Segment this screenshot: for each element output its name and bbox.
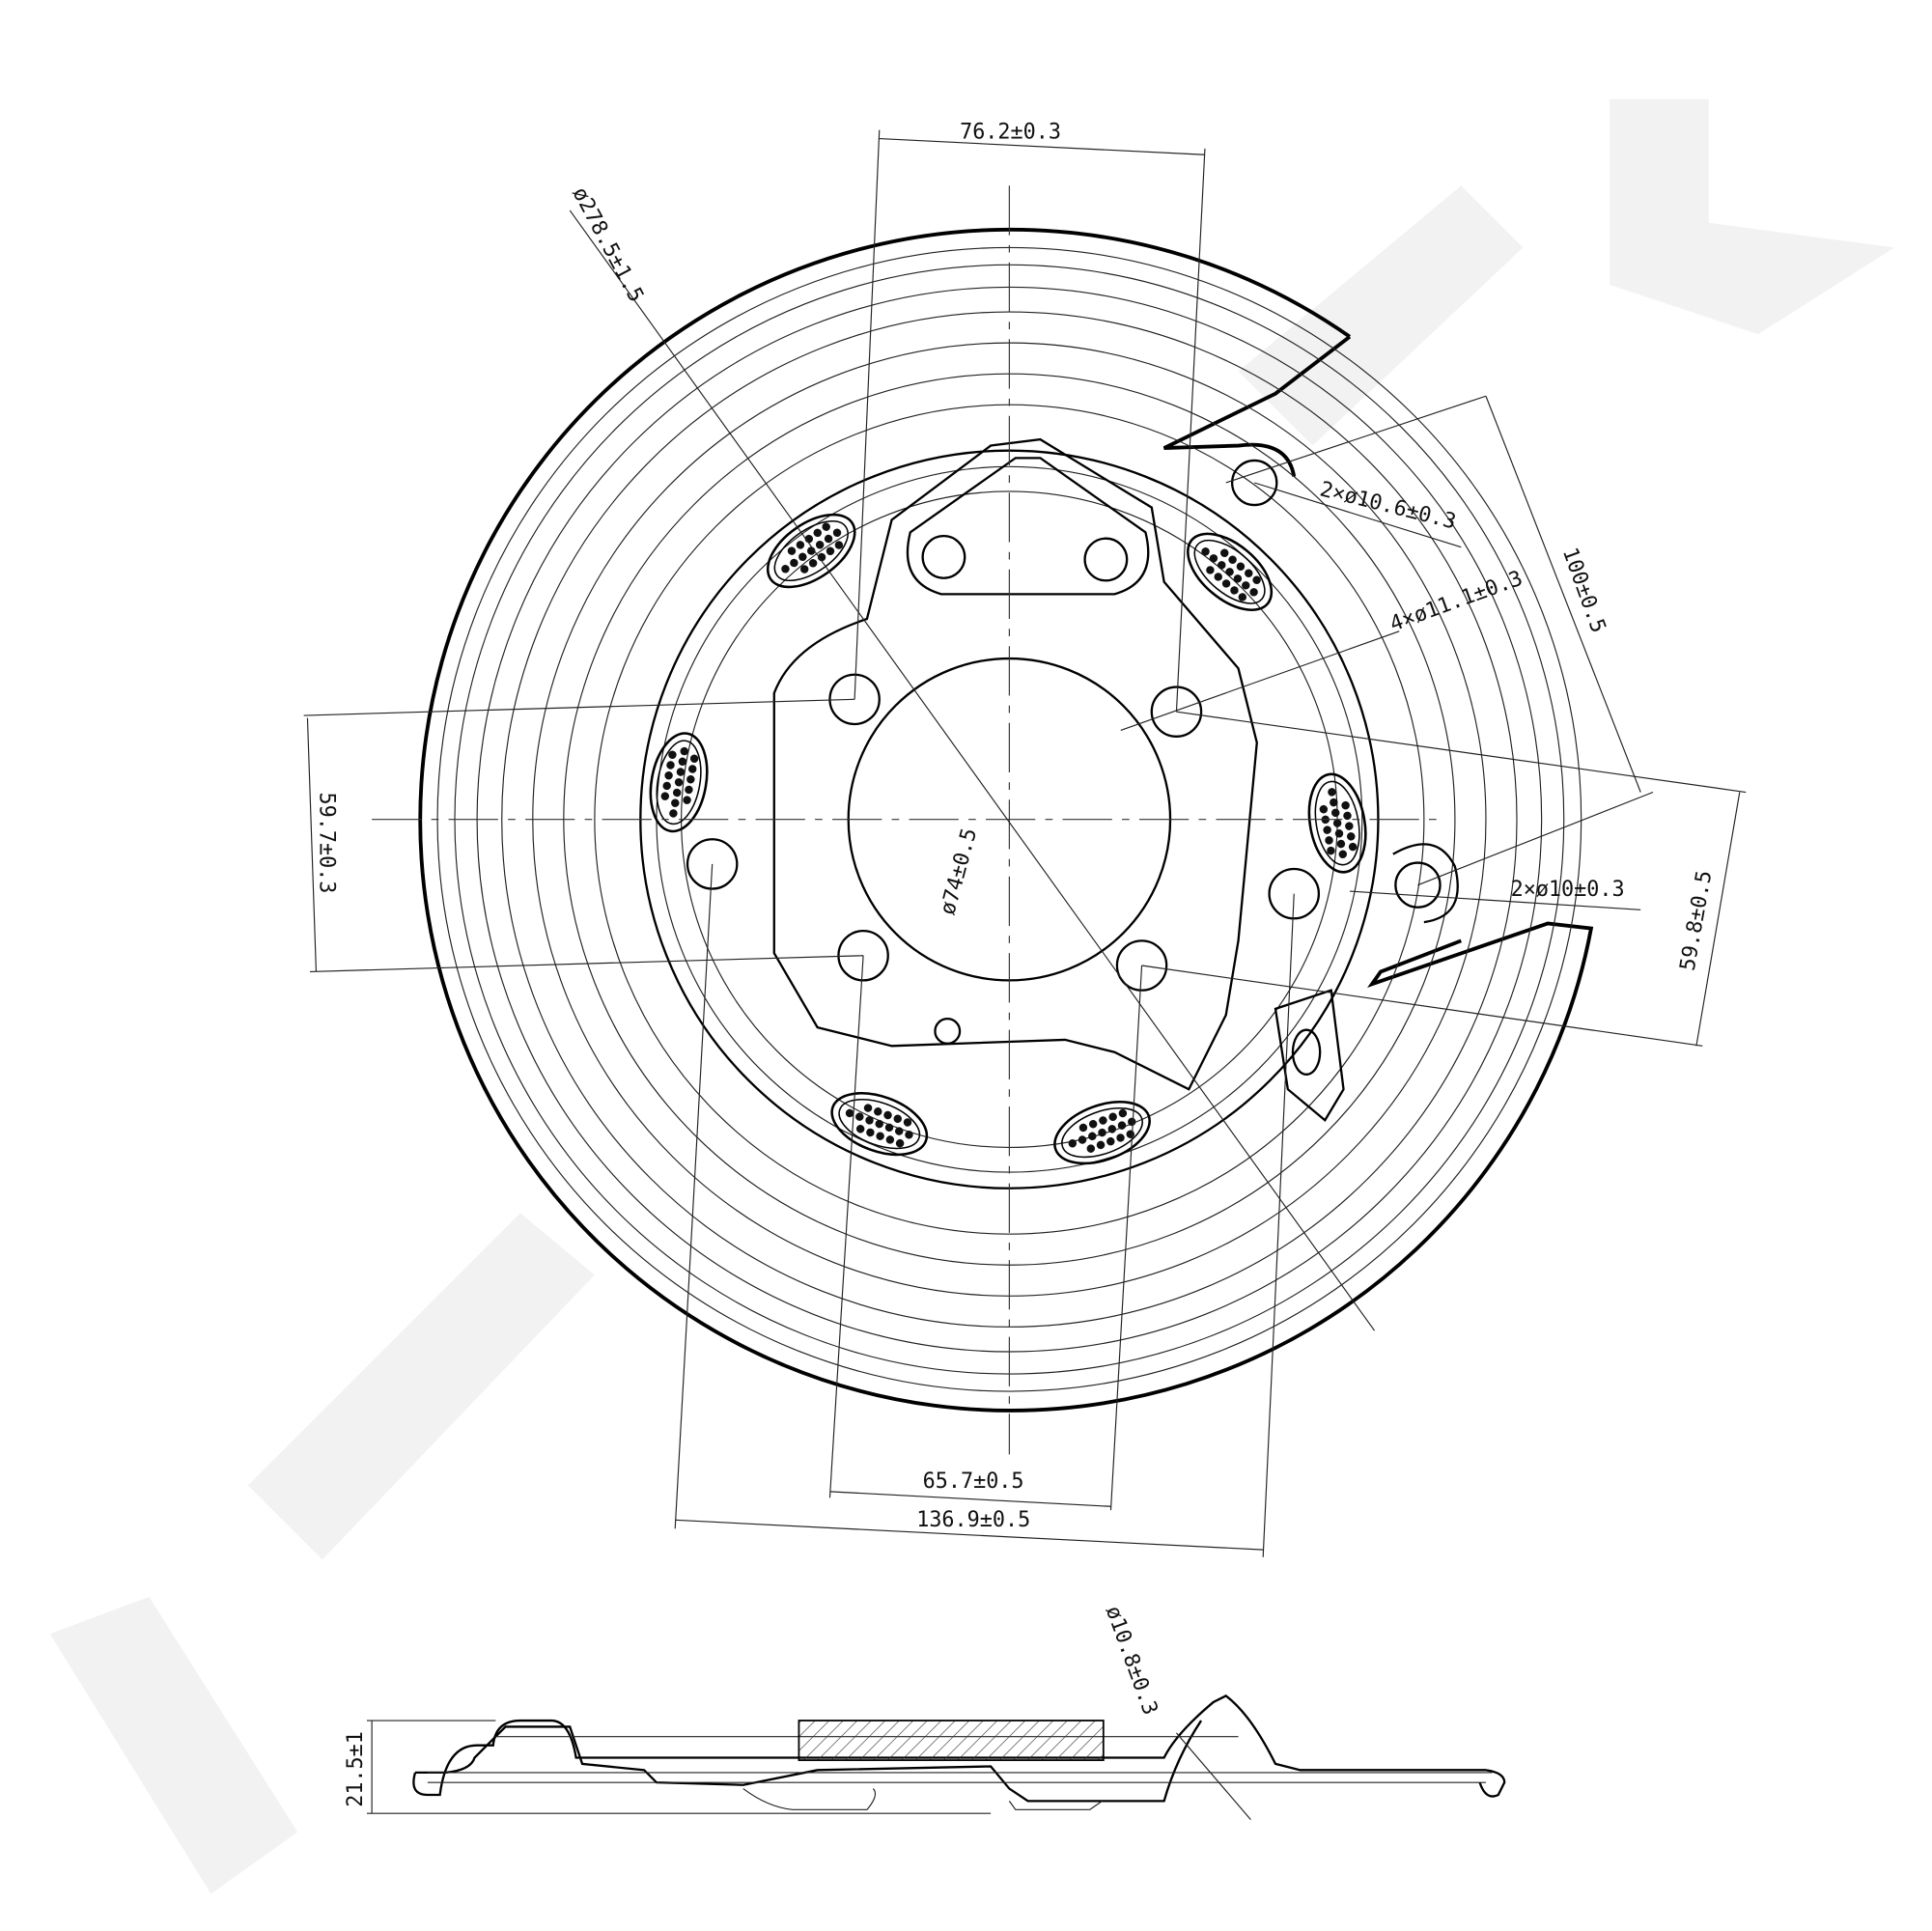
dim-bottom-outer: 136.9±0.5 <box>916 1508 1030 1532</box>
dim-ear-holes-right: 2×ø10±0.3 <box>1511 878 1625 902</box>
front-view <box>372 185 1594 1455</box>
side-view <box>366 1694 1506 1820</box>
top-notch <box>1162 335 1352 477</box>
dim-ear-spacing: 100±0.5 <box>1557 545 1610 636</box>
ear-holes <box>1230 459 1459 1123</box>
dim-outer-diameter: ø278.5±1.5 <box>568 183 649 307</box>
center-lines <box>372 185 1437 1455</box>
dim-bottom-inner: 65.7±0.5 <box>923 1469 1024 1494</box>
bracket-hole-right <box>1083 537 1129 582</box>
vent-patch <box>1053 1101 1151 1165</box>
vent-patch <box>649 732 709 833</box>
top-bracket <box>906 457 1150 596</box>
dim-ear-holes-top: 2×ø10.6±0.3 <box>1317 477 1458 534</box>
vent-patch <box>766 513 856 589</box>
bracket-hole-left <box>921 534 966 579</box>
dim-center-hole: ø74±0.5 <box>936 826 982 917</box>
vent-patch <box>830 1092 929 1157</box>
vent-patch <box>1187 532 1274 612</box>
hatched-section <box>798 1720 1105 1761</box>
vent-patches <box>649 513 1367 1165</box>
shield-outline <box>418 227 1594 1413</box>
dim-side-hole: ø10.8±0.3 <box>1101 1603 1162 1718</box>
dim-left-vertical: 59.7±0.3 <box>314 793 338 894</box>
watermark-logo <box>49 98 1895 1894</box>
dimension-lines <box>303 129 1747 1557</box>
dim-thickness: 21.5±1 <box>344 1731 368 1807</box>
inner-plate <box>772 437 1258 1091</box>
dim-bolt-spacing-top: 76.2±0.3 <box>960 121 1061 145</box>
bolt-holes <box>686 673 1321 1045</box>
